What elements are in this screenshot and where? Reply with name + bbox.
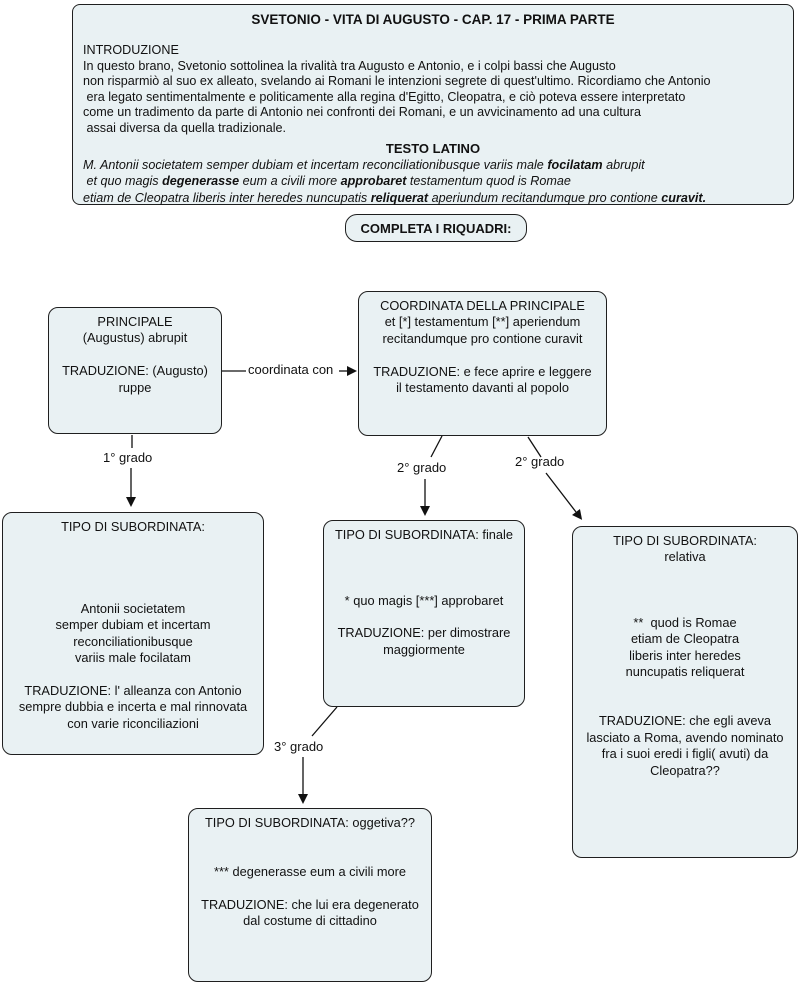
node-text-line xyxy=(3,535,263,551)
node-text-line: *** degenerasse eum a civili more xyxy=(213,864,407,880)
introduction-line: assai diversa da quella tradizionale. xyxy=(83,120,287,135)
node-subordinata-oggetiva-text: TIPO DI SUBORDINATA: oggetiva?? *** dege… xyxy=(189,815,431,930)
node-text-line xyxy=(359,347,606,363)
label-grado-3: 3° grado xyxy=(274,739,324,754)
node-text-line xyxy=(573,681,797,697)
node-text-line: et [*] testamentum [**] aperiendum xyxy=(384,314,581,330)
connector-grado3-tick xyxy=(311,706,338,737)
latin-text-label: TESTO LATINO xyxy=(385,141,481,156)
header-box: SVETONIO - VITA DI AUGUSTO - CAP. 17 - P… xyxy=(72,4,794,205)
connector-grado2b-arrow xyxy=(545,472,583,520)
connector-grado2a-tick xyxy=(430,435,443,458)
node-text-line: TRADUZIONE: (Augusto) xyxy=(62,363,208,379)
node-text-line: PRINCIPALE xyxy=(97,314,173,329)
node-text-line: TRADUZIONE: per dimostrare xyxy=(337,625,511,641)
node-text-line xyxy=(324,543,524,559)
node-text-line: TIPO DI SUBORDINATA: finale xyxy=(334,527,513,542)
node-text-line: Cleopatra?? xyxy=(650,762,720,778)
introduction-line: In questo brano, Svetonio sottolinea la … xyxy=(83,58,616,73)
node-text-line: liberis inter heredes xyxy=(629,647,741,663)
node-text-line: relativa xyxy=(664,549,706,565)
node-text-line: nuncupatis reliquerat xyxy=(625,664,745,680)
node-text-line: lasciato a Roma, avendo nominato xyxy=(586,729,784,745)
node-text-line: TRADUZIONE: e fece aprire e leggere xyxy=(373,363,592,379)
latin-line: et quo magis degenerasse eum a civili mo… xyxy=(83,174,571,189)
node-text-line: il testamento davanti al popolo xyxy=(396,380,569,396)
page-title: SVETONIO - VITA DI AUGUSTO - CAP. 17 - P… xyxy=(251,12,615,27)
latin-line: etiam de Cleopatra liberis inter heredes… xyxy=(83,190,707,205)
node-text-line xyxy=(573,582,797,598)
node-text-line: variis male focilatam xyxy=(75,650,191,666)
node-text-line: ** quod is Romae xyxy=(633,615,737,631)
node-text-line xyxy=(3,568,263,584)
node-subordinata-relativa-text: TIPO DI SUBORDINATA:relativa ** quod is … xyxy=(573,533,797,779)
label-grado-1: 1° grado xyxy=(103,450,153,465)
node-text-line: TRADUZIONE: l' alleanza con Antonio xyxy=(24,683,242,699)
node-text-line xyxy=(324,576,524,592)
node-text-line xyxy=(189,848,431,864)
introduction-line: come un tradimento da parte di Antonio n… xyxy=(83,105,641,119)
node-text-line xyxy=(3,552,263,568)
node-text-line: COORDINATA DELLA PRINCIPALE xyxy=(380,298,585,313)
latin-line: M. Antonii societatem semper dubiam et i… xyxy=(83,158,645,172)
node-text-line: sempre dubbia e incerta e mal rinnovata xyxy=(18,699,248,715)
node-subordinata-finale[interactable]: TIPO DI SUBORDINATA: finale * quo magis … xyxy=(323,520,525,707)
node-text-line: etiam de Cleopatra xyxy=(630,631,740,647)
label-coordinata-con: coordinata con xyxy=(248,362,334,377)
node-principale[interactable]: PRINCIPALE(Augustus) abrupit TRADUZIONE:… xyxy=(48,307,222,434)
node-text-line xyxy=(324,560,524,576)
introduction-label: INTRODUZIONE xyxy=(83,43,179,57)
node-subordinata-oggetiva[interactable]: TIPO DI SUBORDINATA: oggetiva?? *** dege… xyxy=(188,808,432,982)
latin-text-section: M. Antonii societatem semper dubiam et i… xyxy=(83,157,783,206)
introduction-line: era legato sentimentalmente e politicame… xyxy=(83,89,686,104)
introduction-section: INTRODUZIONE In questo brano, Svetonio s… xyxy=(83,43,783,136)
node-text-line: TRADUZIONE: che egli aveva xyxy=(598,713,772,729)
node-text-line: con varie riconciliazioni xyxy=(67,715,199,731)
label-grado-2a: 2° grado xyxy=(397,460,447,475)
node-text-line: Antonii societatem xyxy=(80,601,186,617)
node-text-line: ruppe xyxy=(118,379,152,395)
instruction-badge: COMPLETA I RIQUADRI: xyxy=(345,214,527,242)
node-text-line xyxy=(324,609,524,625)
node-text-line: dal costume di cittadino xyxy=(243,913,377,929)
node-text-line: fra i suoi eredi i figli( avuti) da xyxy=(601,746,769,762)
node-text-line: maggiormente xyxy=(383,641,465,657)
node-text-line: * quo magis [***] approbaret xyxy=(344,592,504,608)
node-text-line: (Augustus) abrupit xyxy=(82,330,188,346)
node-text-line xyxy=(49,347,221,363)
node-text-line xyxy=(3,585,263,601)
node-text-line: TIPO DI SUBORDINATA: xyxy=(61,519,205,534)
node-text-line xyxy=(3,667,263,683)
node-text-line xyxy=(189,831,431,847)
node-text-line xyxy=(573,599,797,615)
node-subordinata-finale-text: TIPO DI SUBORDINATA: finale * quo magis … xyxy=(324,527,524,658)
introduction-line: non risparmiò al suo ex alleato, sveland… xyxy=(83,74,711,88)
node-text-line: reconciliationibusque xyxy=(73,633,193,649)
node-text-line: TIPO DI SUBORDINATA: oggetiva?? xyxy=(204,815,416,830)
node-text-line xyxy=(573,566,797,582)
label-grado-2b: 2° grado xyxy=(515,454,565,469)
node-text-line: TIPO DI SUBORDINATA: xyxy=(613,533,757,548)
node-text-line: recitandumque pro contione curavit xyxy=(382,330,583,346)
node-subordinata-relativa[interactable]: TIPO DI SUBORDINATA:relativa ** quod is … xyxy=(572,526,798,858)
node-text-line: TRADUZIONE: che lui era degenerato xyxy=(201,897,419,913)
node-text-line: semper dubiam et incertam xyxy=(55,617,211,633)
node-text-line xyxy=(189,881,431,897)
node-principale-text: PRINCIPALE(Augustus) abrupit TRADUZIONE:… xyxy=(49,314,221,396)
node-text-line xyxy=(573,697,797,713)
